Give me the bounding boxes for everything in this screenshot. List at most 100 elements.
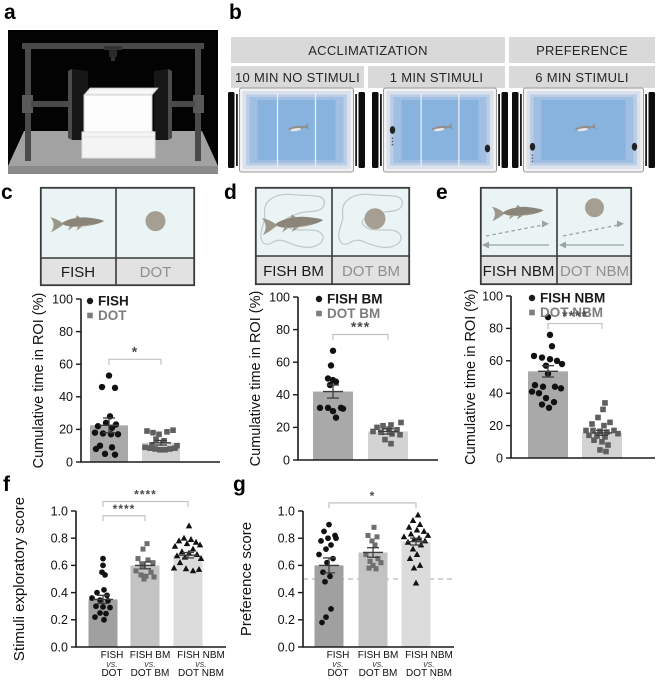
data-point <box>407 530 415 537</box>
y-axis-label: Stimuli exploratory score <box>11 497 28 661</box>
data-point <box>320 569 326 576</box>
x-tick-label: DOT BM <box>359 668 398 679</box>
x-tick-label: vs. <box>144 659 156 669</box>
data-point <box>405 523 413 530</box>
data-point <box>156 431 162 438</box>
data-point <box>375 556 381 562</box>
data-point <box>416 561 424 568</box>
data-point <box>101 616 107 623</box>
data-point <box>388 422 394 428</box>
chart-g: Preference score0.00.20.40.60.81.0FISHvs… <box>238 489 454 679</box>
data-point <box>100 555 106 562</box>
data-point <box>406 555 414 562</box>
y-tick-label: 20 <box>276 421 290 435</box>
data-point <box>175 537 183 544</box>
data-point <box>92 614 98 620</box>
data-point <box>316 551 322 558</box>
data-point <box>328 606 334 612</box>
data-point <box>602 400 608 406</box>
data-point <box>424 531 432 538</box>
y-tick-label: 0.6 <box>278 559 295 573</box>
data-point <box>551 383 559 390</box>
data-point <box>105 372 113 379</box>
stimulus-label: FISH BM <box>263 263 324 280</box>
data-point <box>597 447 603 453</box>
data-point <box>147 445 153 451</box>
significance-label: * <box>370 489 376 503</box>
data-point <box>94 422 102 430</box>
data-point <box>333 535 339 542</box>
monitor-right <box>154 69 172 140</box>
data-point <box>546 355 554 363</box>
monitor-bar-right <box>501 92 508 168</box>
data-point <box>528 294 536 302</box>
data-point <box>339 405 347 412</box>
stimulus-dot <box>631 142 638 151</box>
bar-FISH NBM vs. DOT NBM <box>401 541 431 647</box>
panel-label-d: d <box>224 181 237 204</box>
data-point <box>378 429 384 436</box>
y-tick-label: 40 <box>489 387 503 401</box>
data-point <box>373 566 379 572</box>
side-arm-right <box>171 101 195 107</box>
data-point <box>187 536 195 542</box>
data-point <box>93 603 99 610</box>
x-tick-label: DOT <box>101 668 122 679</box>
data-point <box>590 427 596 434</box>
data-point <box>370 428 376 435</box>
data-point <box>157 446 163 453</box>
y-tick-label: 100 <box>482 289 503 303</box>
fish-icon <box>287 123 310 132</box>
y-tick-label: 20 <box>489 419 503 433</box>
dot-icon <box>145 211 166 232</box>
data-point <box>414 511 422 518</box>
data-point <box>382 436 388 443</box>
significance-label: * <box>132 343 138 359</box>
panel-label-g: g <box>233 473 246 496</box>
data-point <box>329 407 337 415</box>
x-tick-label: DOT NBM <box>178 668 224 679</box>
y-tick-label: 80 <box>59 325 73 339</box>
data-point <box>413 526 421 533</box>
data-point <box>538 401 546 408</box>
dot-icon <box>364 208 386 230</box>
data-point <box>138 572 144 578</box>
data-point <box>133 568 139 574</box>
data-point <box>144 428 150 434</box>
data-point <box>591 437 597 443</box>
data-point <box>558 360 566 368</box>
data-point <box>607 419 613 426</box>
motion-path <box>338 193 403 248</box>
phase-step-3: 6 MIN STIMULI <box>509 66 655 88</box>
data-point <box>149 442 155 448</box>
data-point <box>371 524 377 530</box>
data-point <box>176 559 184 566</box>
test-tank <box>83 87 159 133</box>
panel-label-e: e <box>436 181 448 204</box>
x-tick-label: FISH NBM <box>177 650 225 661</box>
data-point <box>170 427 176 434</box>
phase-step-2: 1 MIN STIMULI <box>368 66 505 88</box>
side-arm-left <box>31 101 69 107</box>
data-point <box>374 424 380 431</box>
significance-bracket <box>102 515 146 522</box>
data-point <box>316 404 324 412</box>
data-point <box>192 538 200 545</box>
data-point <box>91 429 99 436</box>
data-point <box>150 429 156 436</box>
data-point <box>173 552 181 559</box>
tank-acclimatization-no-stimuli <box>228 87 365 173</box>
data-point <box>140 546 146 552</box>
data-point <box>548 343 556 350</box>
data-point <box>174 442 180 449</box>
tank-platform <box>81 131 156 159</box>
data-point <box>87 312 93 319</box>
data-point <box>108 444 116 451</box>
panel-label-c: c <box>1 181 13 204</box>
bar-FISH BM <box>313 391 353 460</box>
data-point <box>111 451 119 458</box>
